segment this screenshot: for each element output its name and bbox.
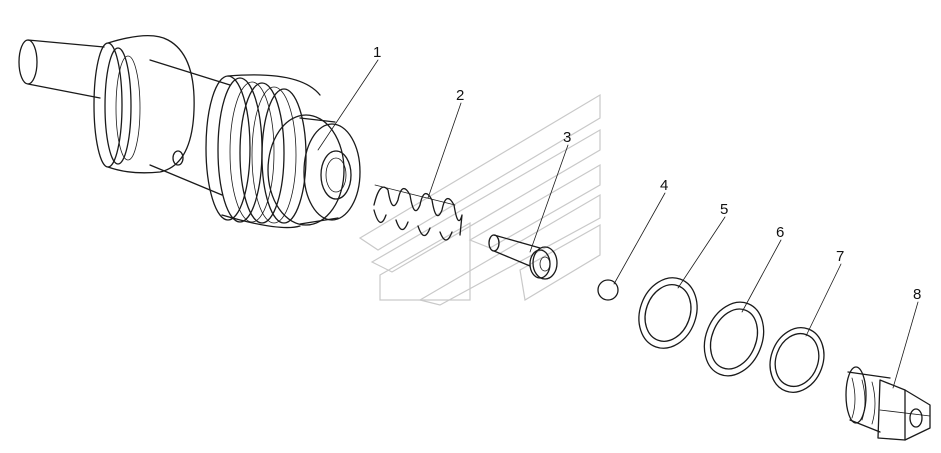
part-8-plug — [845, 366, 931, 441]
callout-7: 7 — [836, 248, 844, 265]
callout-5: 5 — [720, 201, 728, 218]
part-1-valve-body — [18, 35, 361, 229]
part-4-ball — [597, 279, 619, 301]
part-5-washer — [638, 277, 698, 349]
callout-1: 1 — [373, 44, 381, 61]
callout-2: 2 — [456, 87, 464, 104]
callout-4: 4 — [660, 177, 668, 194]
leader-lines — [317, 59, 919, 389]
callout-labels: 1 2 3 4 5 6 7 8 — [373, 44, 921, 303]
part-6-washer — [703, 301, 765, 377]
part-7-washer — [769, 327, 825, 393]
part-2-spring — [373, 184, 463, 241]
watermark-logo — [358, 93, 601, 306]
callout-3: 3 — [563, 129, 571, 146]
callout-8: 8 — [913, 286, 921, 303]
callout-6: 6 — [776, 224, 784, 241]
